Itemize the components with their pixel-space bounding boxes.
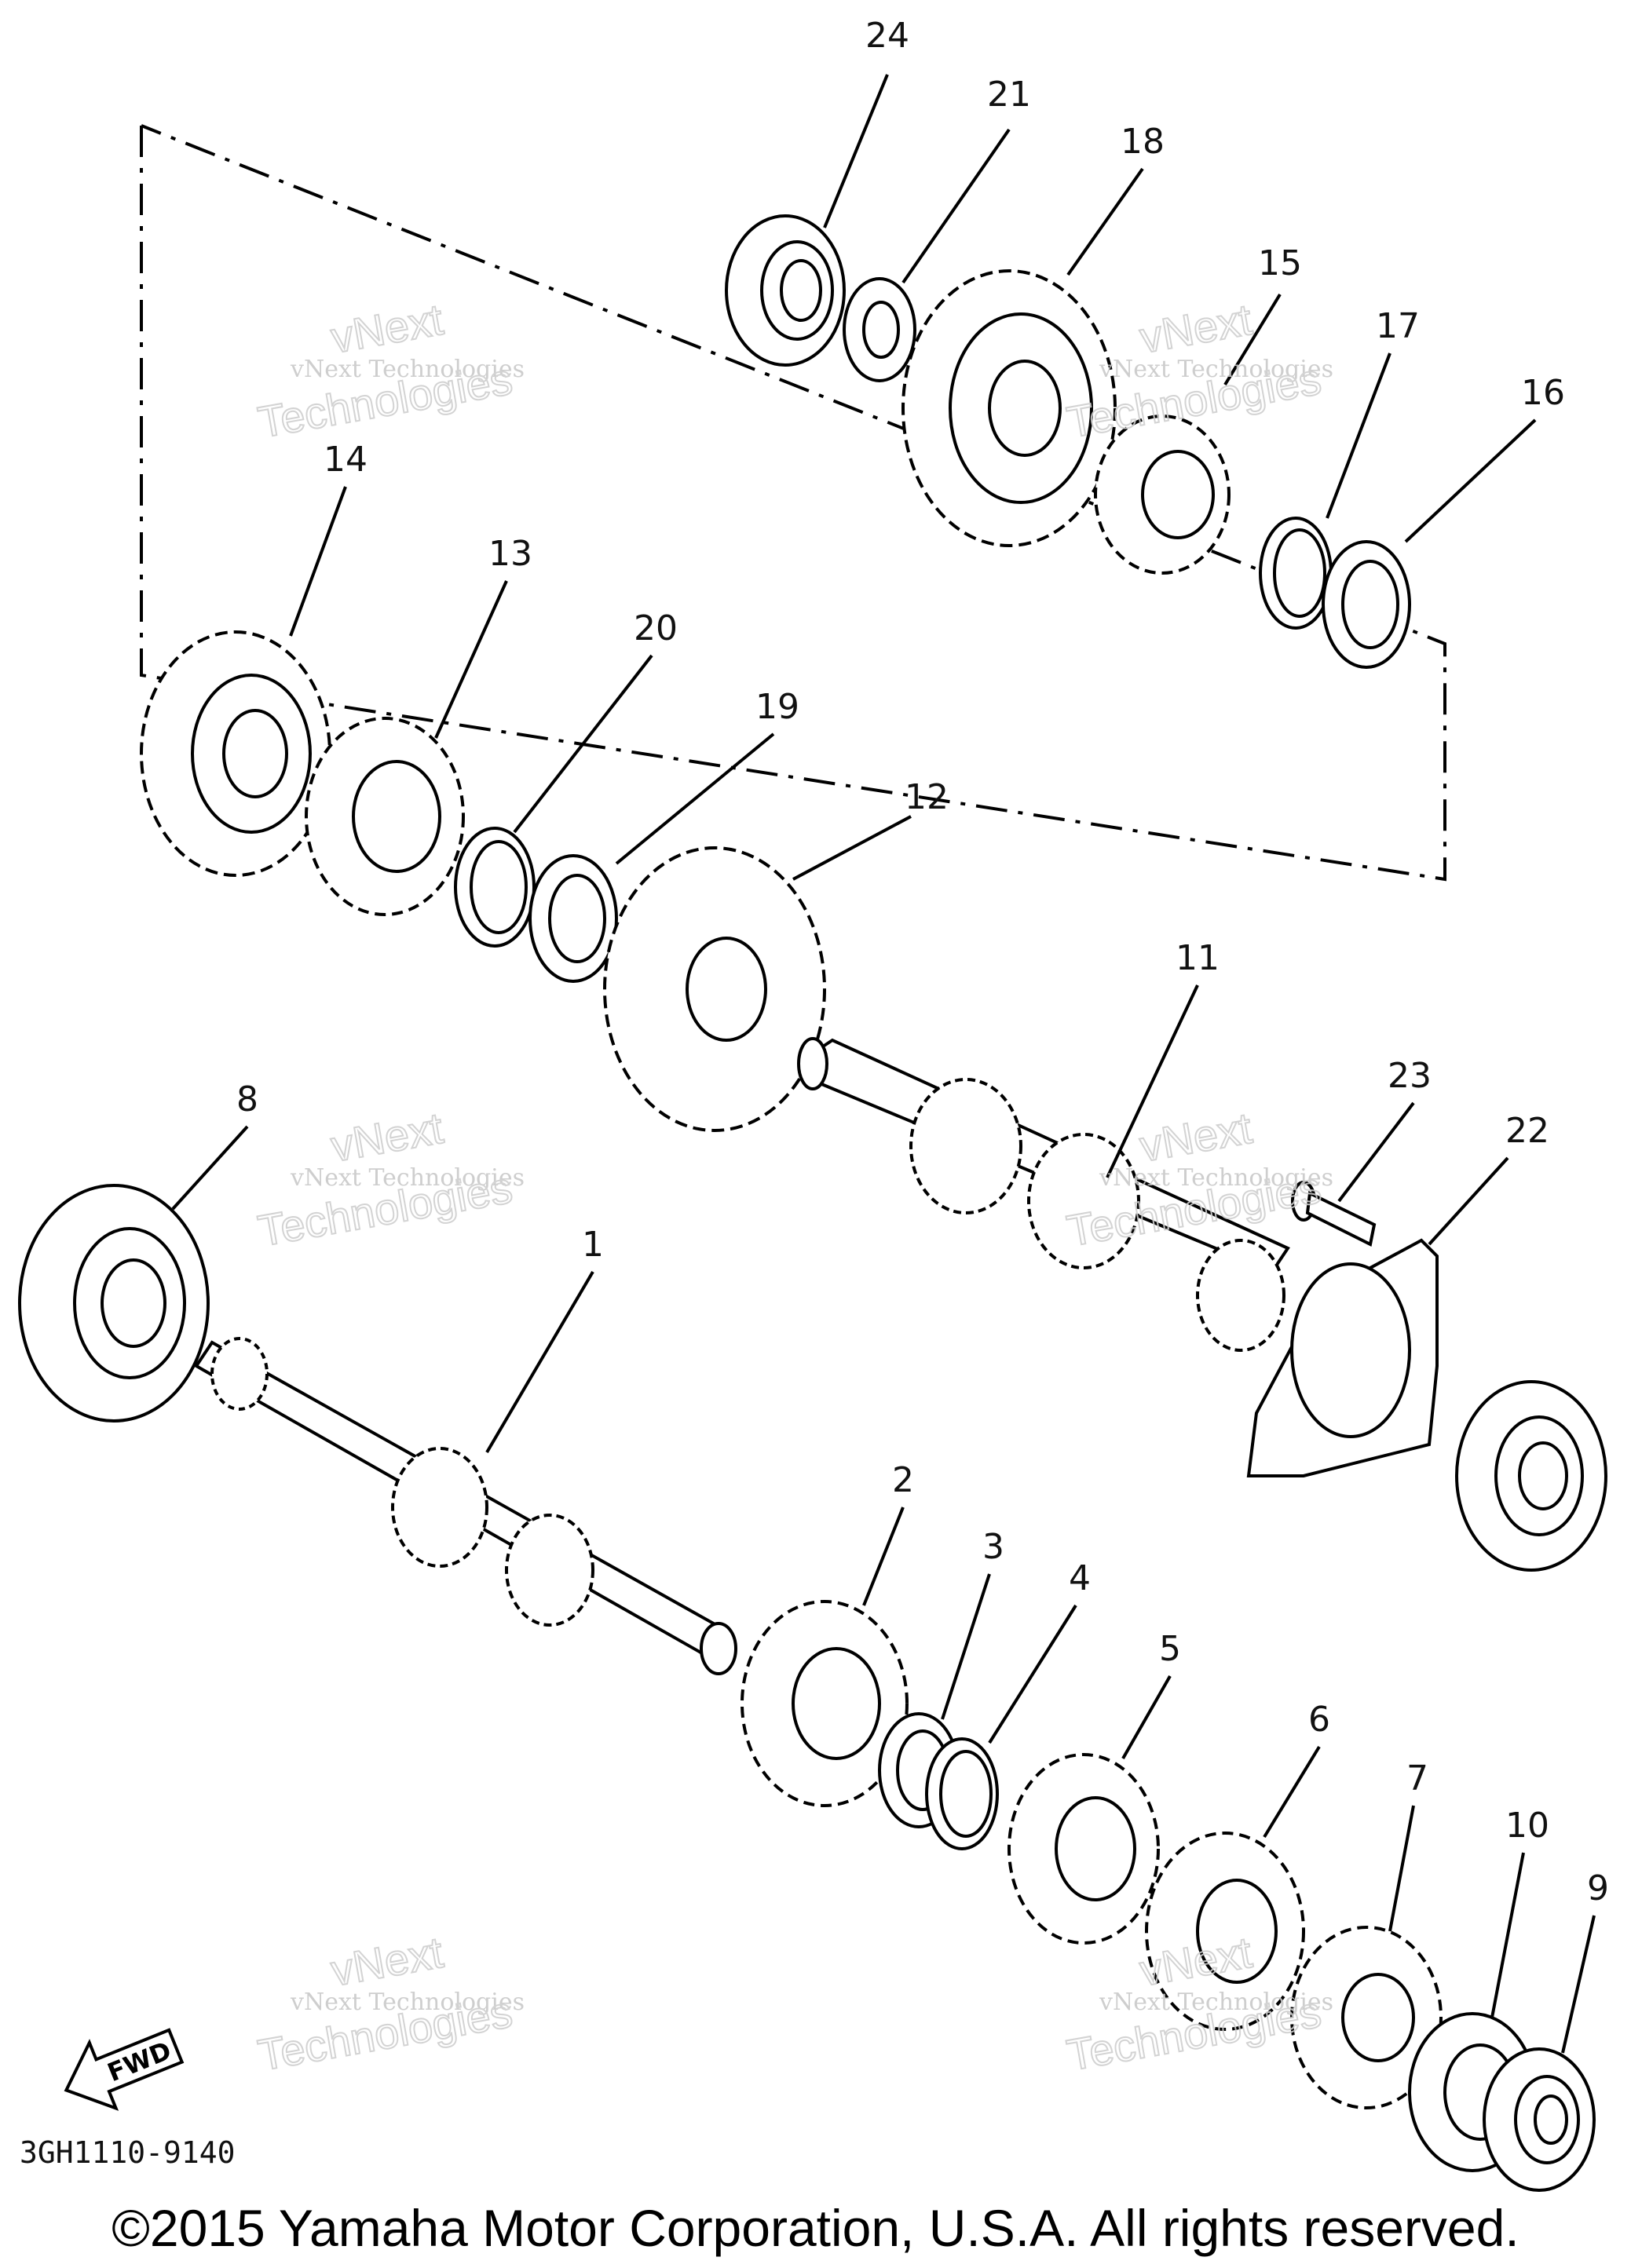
svg-text:vNext Technologies: vNext Technologies <box>290 356 525 383</box>
right-bearing <box>1455 1380 1607 1572</box>
watermark: vNext vNext Technologies Technologies <box>1062 294 1333 448</box>
part-1-drive-axle <box>194 1337 737 1675</box>
label-3: 3 <box>982 1527 1004 1567</box>
part-19-washer <box>528 854 618 983</box>
label-16: 16 <box>1521 373 1565 413</box>
svg-text:vNext Technologies: vNext Technologies <box>290 1164 525 1192</box>
part-6-gear <box>1145 1832 1305 2031</box>
svg-text:vNext: vNext <box>327 294 447 363</box>
leader-lines <box>171 74 1596 2054</box>
label-5: 5 <box>1159 1629 1181 1669</box>
part-7-gear <box>1290 1926 1443 2109</box>
part-11-main-axle <box>797 1037 1290 1352</box>
part-18-gear <box>901 269 1117 547</box>
label-23: 23 <box>1388 1056 1432 1096</box>
part-2-gear <box>741 1600 909 1807</box>
fwd-arrow-icon: FWD <box>64 2028 185 2111</box>
part-4-circlip <box>925 1737 999 1850</box>
copyright-notice: ©2015 Yamaha Motor Corporation, U.S.A. A… <box>112 2199 1519 2257</box>
drawing-code: 3GH1110-9140 <box>20 2135 236 2170</box>
part-17-circlip <box>1259 517 1333 630</box>
part-5-gear <box>1007 1753 1160 1945</box>
label-18: 18 <box>1121 122 1165 162</box>
part-8-bearing <box>18 1184 210 1423</box>
svg-text:vNext: vNext <box>1136 1103 1256 1171</box>
label-10: 10 <box>1505 1806 1549 1846</box>
label-8: 8 <box>236 1079 258 1119</box>
part-13-gear <box>305 717 465 916</box>
label-6: 6 <box>1308 1700 1330 1740</box>
svg-text:vNext: vNext <box>327 1103 447 1171</box>
label-21: 21 <box>987 75 1031 115</box>
watermark: vNext vNext Technologies Technologies <box>254 1102 525 1257</box>
label-9: 9 <box>1587 1868 1609 1908</box>
label-11: 11 <box>1176 938 1220 978</box>
label-20: 20 <box>634 608 678 648</box>
svg-text:vNext: vNext <box>1136 294 1256 363</box>
svg-text:vNext: vNext <box>327 1927 447 1996</box>
part-24-bearing <box>725 214 846 367</box>
label-24: 24 <box>865 16 909 56</box>
svg-text:vNext Technologies: vNext Technologies <box>1099 356 1333 383</box>
part-9-bearing <box>1483 2047 1596 2192</box>
part-15-gear <box>1094 415 1231 575</box>
label-14: 14 <box>324 440 368 480</box>
label-22: 22 <box>1505 1111 1549 1151</box>
label-7: 7 <box>1406 1759 1428 1799</box>
svg-text:vNext Technologies: vNext Technologies <box>290 1989 525 2016</box>
part-23-bolt <box>1291 1181 1377 1247</box>
watermark: vNext vNext Technologies Technologies <box>254 1927 525 2081</box>
svg-text:vNext Technologies: vNext Technologies <box>1099 1164 1333 1192</box>
part-labels: 24 21 18 15 17 16 14 13 20 19 12 11 23 2… <box>236 16 1609 1908</box>
label-1: 1 <box>582 1225 604 1265</box>
label-2: 2 <box>892 1460 914 1500</box>
part-21-washer <box>843 277 916 382</box>
label-4: 4 <box>1069 1558 1091 1598</box>
part-20-circlip <box>454 827 536 948</box>
watermark: vNext vNext Technologies Technologies <box>1062 1102 1333 1257</box>
part-16-washer <box>1322 540 1411 669</box>
part-12-gear <box>603 846 826 1132</box>
label-12: 12 <box>905 777 949 817</box>
label-17: 17 <box>1376 306 1420 346</box>
watermark: vNext vNext Technologies Technologies <box>254 294 525 448</box>
label-13: 13 <box>488 534 532 574</box>
part-22-plate <box>1246 1238 1439 1477</box>
svg-text:vNext Technologies: vNext Technologies <box>1099 1989 1333 2016</box>
label-15: 15 <box>1258 243 1302 283</box>
part-14-gear <box>140 630 331 877</box>
label-19: 19 <box>755 687 799 727</box>
